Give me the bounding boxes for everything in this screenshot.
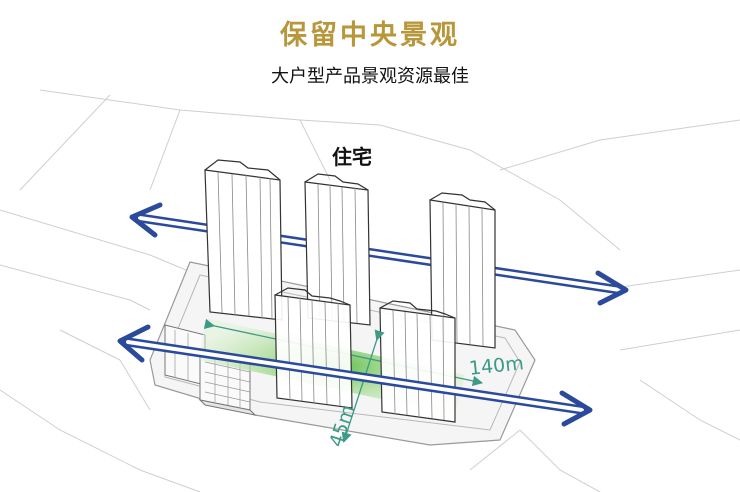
tower-front-right xyxy=(379,300,456,423)
residential-label: 住宅 xyxy=(332,145,372,169)
diagram-title: 保留中央景观 xyxy=(280,20,460,51)
tower-rear-middle xyxy=(304,173,371,326)
tower-front-left xyxy=(274,287,353,409)
dimension-width-line xyxy=(341,329,385,443)
tower-rear-right xyxy=(429,192,496,349)
diagram-subtitle: 大户型产品景观资源最佳 xyxy=(271,66,469,87)
arrow-lower xyxy=(117,324,593,427)
tower-rear-left xyxy=(204,159,283,321)
